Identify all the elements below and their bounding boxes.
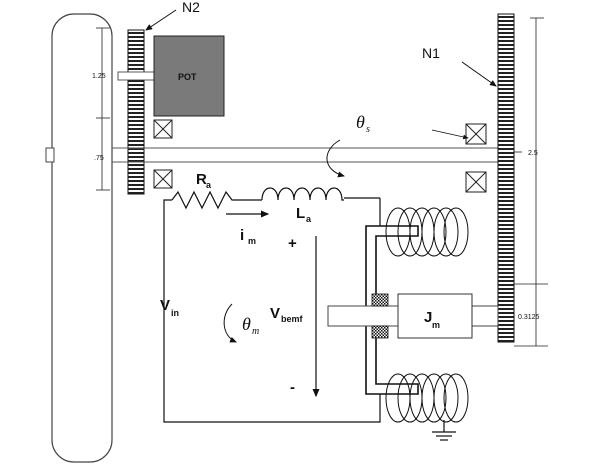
right-bearings bbox=[465, 123, 487, 193]
inductor-la bbox=[261, 187, 344, 201]
brush-bottom bbox=[371, 325, 389, 339]
theta-s-subscript: s bbox=[366, 124, 370, 135]
gear-n2-label: N2 bbox=[182, 0, 200, 15]
vbemf-label: V bbox=[270, 305, 280, 322]
brush-top bbox=[371, 293, 389, 307]
theta-s-rotation-arrow bbox=[326, 139, 345, 178]
potentiometer-box bbox=[153, 35, 225, 117]
dim-left-top: 1.25 bbox=[92, 73, 106, 80]
field-coil-bottom bbox=[385, 373, 469, 423]
left-dimension-lines bbox=[96, 27, 110, 191]
current-label: i bbox=[240, 227, 244, 244]
gear-n2 bbox=[127, 29, 145, 195]
vin-label: V bbox=[160, 297, 170, 314]
inductor-subscript: a bbox=[306, 214, 312, 224]
inductor-label: L bbox=[296, 205, 305, 222]
left-bearings bbox=[153, 119, 173, 189]
vin-subscript: in bbox=[171, 308, 179, 318]
dim-right-bottom: 0.3125 bbox=[518, 314, 540, 321]
n2-pointer-arrow bbox=[145, 9, 177, 31]
resistor-subscript: a bbox=[206, 180, 212, 190]
motor-stator bbox=[365, 225, 419, 395]
resistor-ra bbox=[171, 190, 262, 210]
theta-m-rotation-arrow bbox=[223, 303, 237, 343]
bemf-minus-sign: - bbox=[290, 379, 295, 396]
gear-n1 bbox=[497, 13, 515, 343]
theta-m-subscript: m bbox=[252, 326, 259, 337]
current-subscript: m bbox=[248, 236, 256, 246]
theta-m-label: θ bbox=[242, 314, 251, 334]
dim-right-top: 2.5 bbox=[528, 150, 538, 157]
inertia-label: J bbox=[424, 309, 432, 326]
ground-symbol bbox=[432, 420, 456, 441]
bemf-plus-sign: + bbox=[288, 235, 297, 252]
theta-s-label: θ bbox=[356, 112, 365, 132]
main-shaft bbox=[112, 147, 498, 163]
load-wheel bbox=[51, 13, 113, 463]
wheel-hub-stub bbox=[45, 147, 55, 163]
n1-pointer-arrow bbox=[461, 61, 497, 87]
field-coil-top bbox=[385, 207, 469, 257]
right-dimension-lines bbox=[514, 17, 548, 347]
gear-n1-label: N1 bbox=[422, 45, 440, 61]
pot-label: POT bbox=[178, 72, 197, 82]
armature-inertia-box bbox=[397, 293, 473, 339]
bearing-pointer-arrow bbox=[431, 129, 469, 140]
vbemf-subscript: bemf bbox=[281, 314, 304, 324]
dim-left-bottom: .75 bbox=[94, 155, 104, 162]
resistor-label: R bbox=[196, 171, 207, 188]
inertia-subscript: m bbox=[432, 320, 440, 330]
pot-shaft bbox=[117, 71, 155, 81]
